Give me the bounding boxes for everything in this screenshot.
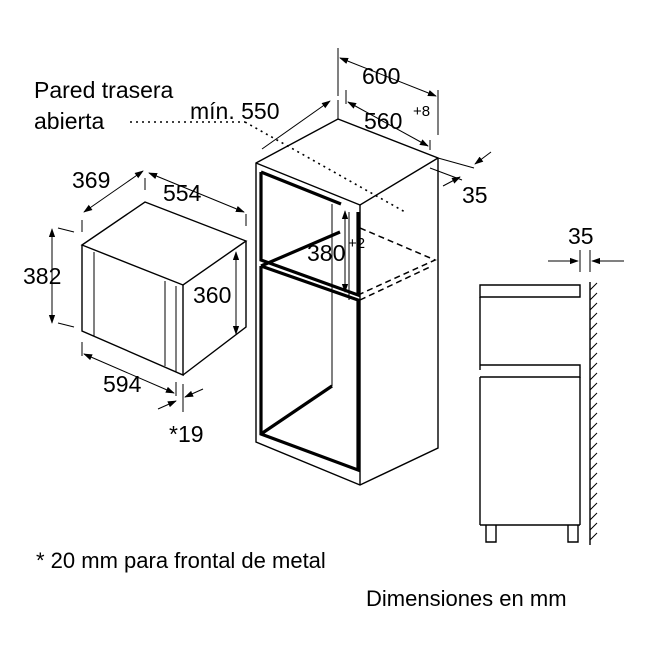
oven-width-label: 594 [103, 371, 142, 397]
metal-front-note: * 20 mm para frontal de metal [36, 548, 326, 573]
oven-height-label: 382 [23, 263, 61, 289]
cabinet-depth-label: 600 [362, 63, 400, 89]
cabinet-drawing [130, 48, 492, 486]
oven-drawing [48, 170, 248, 412]
niche-depth-tolerance: +8 [413, 103, 430, 120]
oven-front-label: *19 [169, 421, 204, 447]
niche-depth-label: 560 [364, 108, 402, 134]
cabinet-35-label: 35 [462, 182, 488, 208]
rear-wall-label-2: abierta [34, 108, 105, 134]
units-note: Dimensiones en mm [366, 586, 567, 611]
oven-depth-label: 369 [72, 167, 110, 193]
oven-width-top-label: 554 [163, 180, 202, 206]
side-view-drawing [479, 250, 624, 545]
niche-height-tolerance: +2 [348, 235, 365, 252]
side-view-35-label: 35 [568, 223, 594, 249]
rear-wall-label: Pared trasera [34, 77, 174, 103]
niche-height-label: 380 [307, 240, 345, 266]
min-depth-label: mín. 550 [190, 98, 280, 124]
oven-inner-height-label: 360 [193, 282, 231, 308]
